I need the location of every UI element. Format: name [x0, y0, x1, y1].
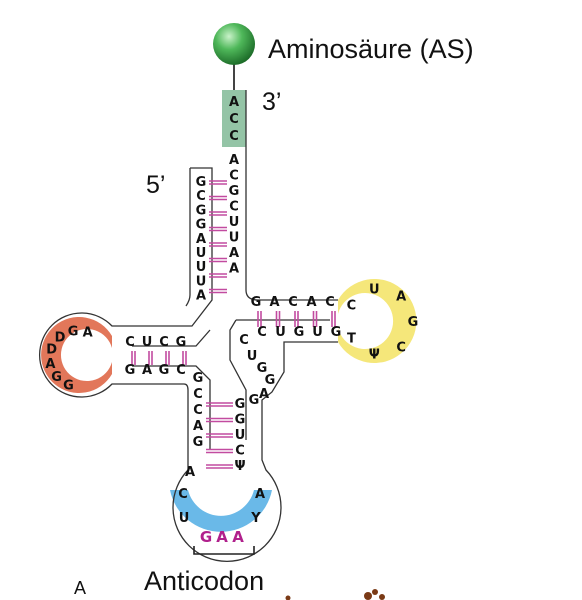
nucleotide-t-stem-bottom: C [257, 325, 267, 340]
nucleotide-ac-loop: Y [250, 511, 261, 526]
base-pair-lines [131, 180, 336, 469]
nucleotide-d-stem-bottom: G [125, 363, 136, 378]
nucleotide-acceptor-3p: G [229, 184, 240, 199]
nucleotide-acceptor-end: A [229, 95, 239, 110]
nucleotide-ac-loop: A [0, 0, 5, 4]
nucleotide-acceptor-end: C [229, 112, 239, 127]
nucleotide-acceptor-5p: A [196, 232, 206, 247]
nucleotide-acceptor-5p: G [196, 218, 207, 233]
nucleotide-t-stem-top: A [269, 295, 279, 310]
nucleotide-d-loop: A [45, 357, 55, 372]
nucleotide-variable: A [259, 387, 269, 402]
nucleotide-t-stem-top: G [251, 295, 262, 310]
nucleotide-acceptor-3p: A [229, 262, 239, 277]
nucleotide-t-stem-top: C [288, 295, 298, 310]
nucleotide-d-stem-top: C [125, 335, 135, 350]
nucleotide-t-loop: T [347, 332, 356, 347]
nucleotide-d-stem-top: G [176, 335, 187, 350]
nucleotide-t-loop: G [408, 315, 419, 330]
nucleotide-variable: U [247, 349, 258, 364]
nucleotide-ac-stem-right: Ψ [234, 459, 245, 474]
nucleotide-d-stem-top: U [142, 335, 153, 350]
panel-label: A [74, 578, 86, 598]
nucleotide-variable: G [257, 361, 268, 376]
nucleotide-anticodon: A [232, 528, 244, 546]
nucleotide-ac-loop: G [0, 0, 5, 4]
nucleotide-ac-loop: A [255, 487, 265, 502]
nucleotide-acceptor-3p: C [229, 169, 239, 184]
nucleotide-ac-stem-right: C [235, 444, 245, 459]
nucleotide-d-loop: G [51, 370, 62, 385]
nucleotide-d-loop: G [63, 378, 74, 393]
nucleotide-anticodon: G [200, 528, 212, 546]
d-loop-background [41, 317, 112, 394]
nucleotide-variable: G [265, 373, 276, 388]
anticodon-loop-background [170, 490, 272, 532]
nucleotide-t-stem-top: A [306, 295, 316, 310]
nucleotide-t-loop: U [369, 283, 380, 298]
anticodon-label: Anticodon [144, 566, 264, 596]
amino-acid-label: Aminosäure (AS) [268, 34, 474, 64]
artifact-marks [285, 589, 385, 600]
nucleotide-ac-stem-left: C [193, 403, 203, 418]
nucleotide-ac-loop: C [178, 487, 188, 502]
nucleotide-ac-loop: A [185, 465, 195, 480]
t-loop-background [338, 279, 417, 363]
nucleotide-acceptor-3p: U [229, 215, 240, 230]
five-prime-label: 5’ [146, 171, 165, 199]
nucleotide-ac-stem-left: G [193, 371, 204, 386]
nucleotide-t-stem-bottom: G [294, 325, 305, 340]
nucleotide-t-loop: C [347, 299, 357, 314]
nucleotide-d-stem-top: C [159, 335, 169, 350]
nucleotide-ac-stem-right: U [235, 428, 246, 443]
nucleotide-d-stem-bottom: A [142, 363, 152, 378]
nucleotide-d-stem-bottom: C [176, 363, 186, 378]
nucleotide-t-loop: A [396, 290, 406, 305]
nucleotide-ac-stem-right: G [235, 413, 246, 428]
nucleotide-t-stem-bottom: U [312, 325, 323, 340]
nucleotide-t-loop: Ψ [369, 348, 380, 363]
nucleotide-acceptor-5p: G [196, 203, 207, 218]
nucleotide-ac-stem-left: A [193, 419, 203, 434]
nucleotide-acceptor-3p: C [229, 200, 239, 215]
nucleotide-d-loop: A [83, 326, 93, 341]
nucleotide-ac-loop: A [0, 0, 5, 4]
nucleotide-ac-stem-left: G [193, 435, 204, 450]
nucleotide-acceptor-3p: U [229, 231, 240, 246]
nucleotide-acceptor-5p: U [196, 246, 207, 261]
three-prime-label: 3’ [262, 88, 281, 116]
anticodon-bracket [193, 546, 255, 555]
nucleotide-d-loop: D [55, 331, 66, 346]
acceptor-end-box [222, 90, 246, 147]
nucleotide-acceptor-5p: C [196, 189, 206, 204]
nucleotide-ac-loop: U [179, 511, 190, 526]
nucleotide-acceptor-end: C [229, 129, 239, 144]
nucleotide-t-stem-bottom: U [275, 325, 286, 340]
nucleotide-acceptor-5p: U [196, 274, 207, 289]
nucleotide-t-loop: C [396, 340, 406, 355]
nucleotide-acceptor-3p: A [229, 246, 239, 261]
backbone-outline [38, 90, 338, 562]
nucleotide-d-stem-bottom: G [159, 363, 170, 378]
nucleotide-acceptor-5p: A [196, 289, 206, 304]
nucleotide-acceptor-5p: G [196, 175, 207, 190]
nucleotide-anticodon: A [216, 528, 228, 546]
nucleotide-acceptor-3p: A [229, 153, 239, 168]
nucleotide-acceptor-5p: U [196, 260, 207, 275]
amino-acid-sphere [213, 23, 255, 65]
nucleotide-t-stem-top: C [325, 295, 335, 310]
nucleotide-d-loop: G [68, 324, 79, 339]
nucleotide-t-stem-bottom: G [331, 325, 342, 340]
nucleotide-d-loop: D [46, 342, 57, 357]
nucleotide-ac-stem-left: C [193, 387, 203, 402]
nucleotide-ac-stem-right: G [235, 397, 246, 412]
nucleotide-variable: G [249, 393, 260, 408]
nucleotide-variable: C [239, 333, 249, 348]
